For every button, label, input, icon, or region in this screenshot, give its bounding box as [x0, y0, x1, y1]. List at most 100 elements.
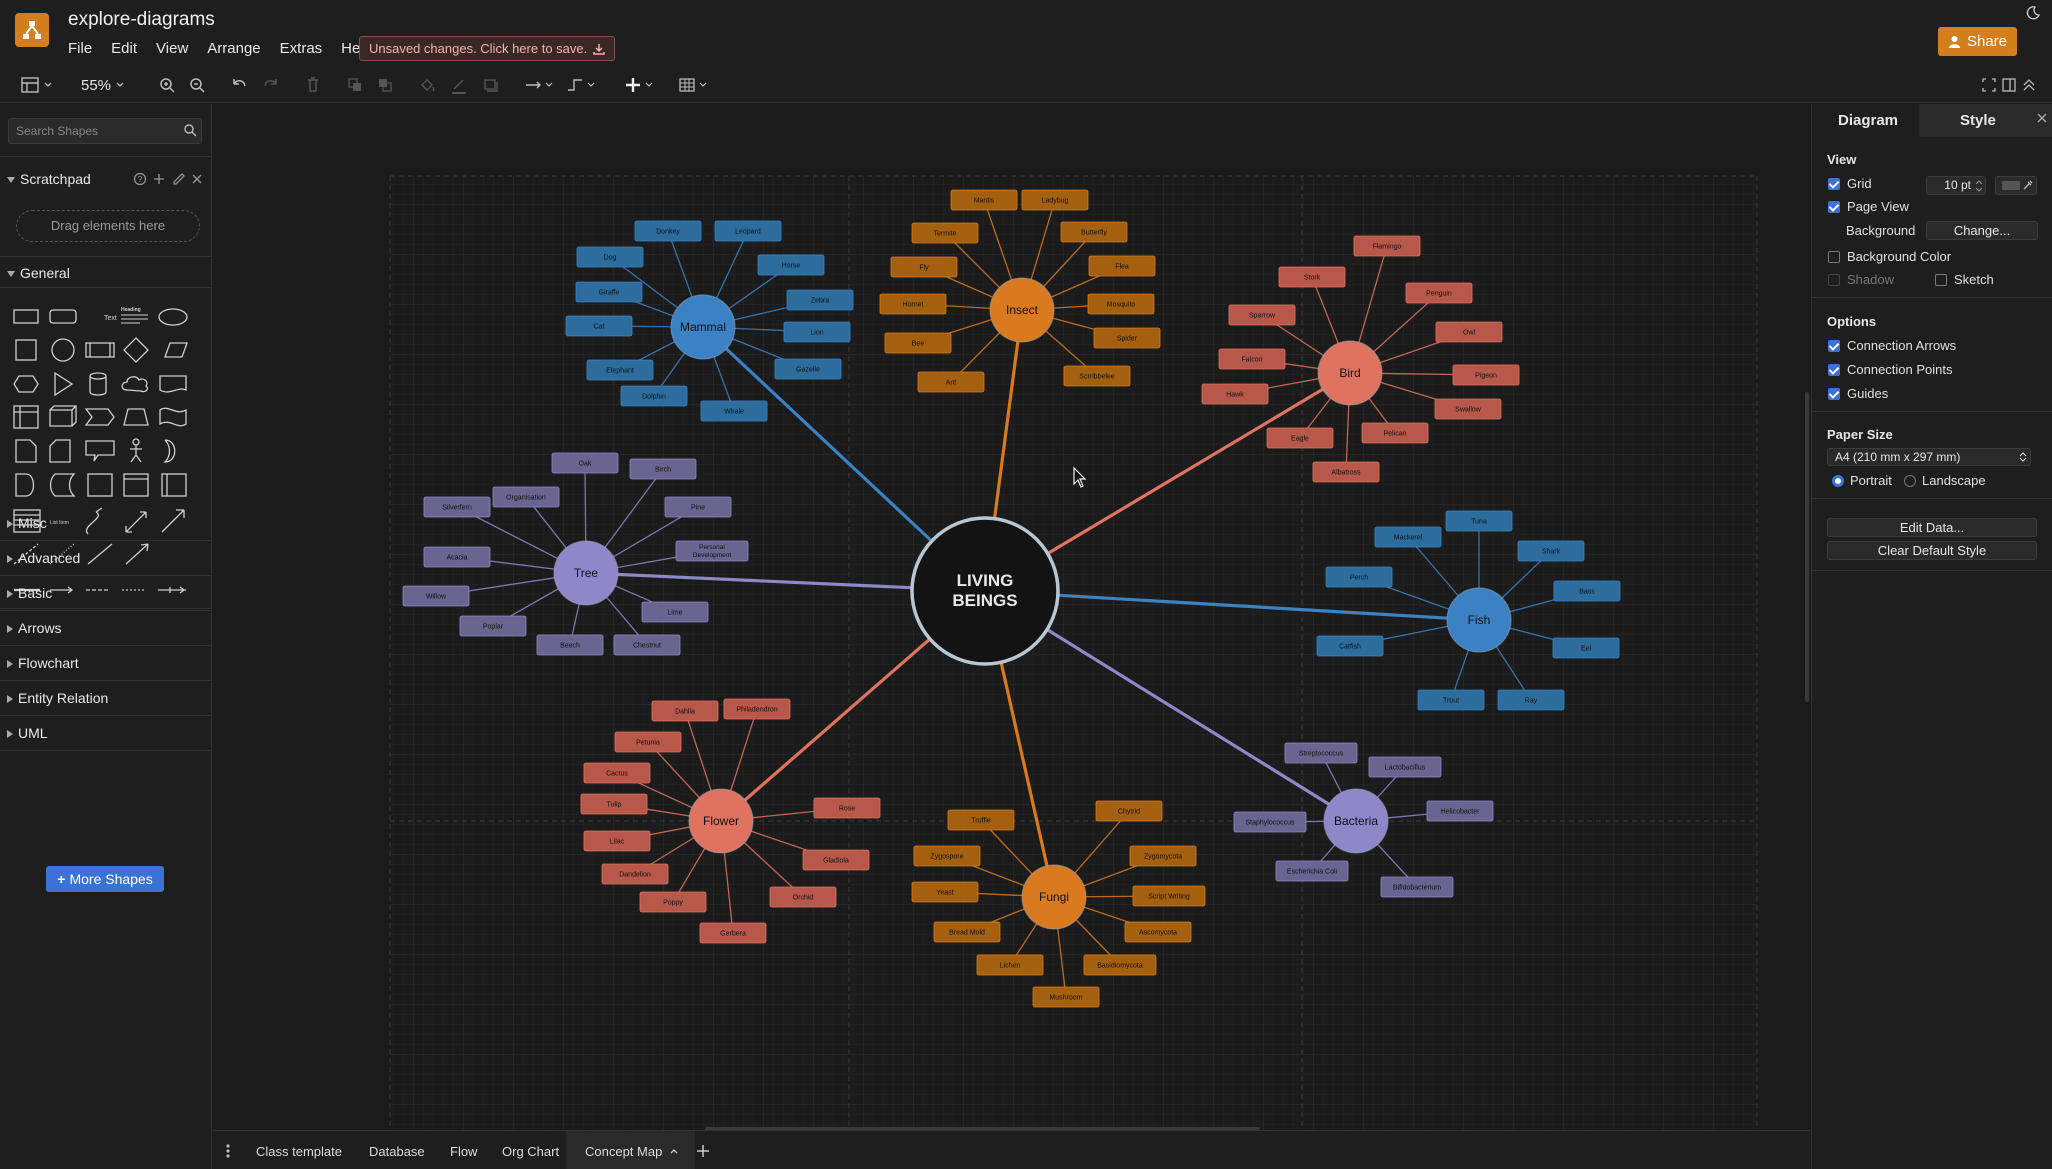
- concept-node-insect-child[interactable]: Mantis: [950, 189, 1018, 211]
- spinner-arrows-icon[interactable]: [1975, 178, 1983, 194]
- concept-node-fungi-child[interactable]: Ascomycota: [1124, 921, 1192, 943]
- app-logo[interactable]: [15, 13, 49, 47]
- close-icon[interactable]: [2036, 112, 2048, 124]
- concept-node-tree-child[interactable]: Willow: [402, 585, 470, 607]
- concept-node-mammal-child[interactable]: Lion: [783, 321, 851, 343]
- concept-node-flower-child[interactable]: Gladiola: [802, 849, 870, 871]
- shape-directional-arrow[interactable]: [125, 543, 149, 565]
- shape-rectangle[interactable]: [13, 309, 39, 324]
- concept-node-tree-child[interactable]: Organisation: [492, 486, 560, 508]
- section-header-flowchart[interactable]: Flowchart: [7, 655, 79, 671]
- shape-document[interactable]: [159, 375, 187, 393]
- concept-node-fish-child[interactable]: Ray: [1497, 689, 1565, 711]
- format-panel-toggle-icon[interactable]: [20, 74, 56, 96]
- concept-node-bird-child[interactable]: Swallow: [1434, 398, 1502, 420]
- concept-node-insect-child[interactable]: Mosquito: [1087, 293, 1155, 315]
- category-node-fish[interactable]: Fish: [1446, 587, 1512, 653]
- table-icon[interactable]: [678, 74, 710, 96]
- connection-points-checkbox[interactable]: Connection Points: [1828, 362, 1953, 377]
- category-node-insect[interactable]: Insect: [989, 277, 1055, 343]
- concept-node-flower-child[interactable]: Petunia: [614, 731, 682, 753]
- search-shapes-input[interactable]: Search Shapes: [8, 118, 202, 144]
- concept-node-insect-child[interactable]: Ladybug: [1021, 189, 1089, 211]
- concept-node-fungi-child[interactable]: Zygospore: [913, 845, 981, 867]
- shape-arrow[interactable]: [161, 509, 185, 533]
- concept-node-flower-child[interactable]: Orchid: [769, 886, 837, 908]
- more-shapes-button[interactable]: +More Shapes: [46, 866, 164, 892]
- shape-delay[interactable]: [15, 473, 35, 497]
- concept-node-insect-child[interactable]: Ant: [917, 371, 985, 393]
- clear-default-style-button[interactable]: Clear Default Style: [1827, 541, 2037, 560]
- shape-data-storage[interactable]: [49, 473, 76, 497]
- shape-parallelogram[interactable]: [164, 342, 188, 358]
- general-section-header[interactable]: General: [7, 265, 70, 281]
- concept-node-fungi-child[interactable]: Mushroom: [1032, 986, 1100, 1008]
- concept-node-insect-child[interactable]: Bee: [884, 332, 952, 354]
- shape-or[interactable]: [163, 439, 176, 463]
- delete-icon[interactable]: [304, 74, 322, 96]
- shape-note[interactable]: [15, 439, 37, 463]
- landscape-radio[interactable]: Landscape: [1904, 473, 1986, 488]
- tab-concept-map[interactable]: Concept Map: [585, 1144, 663, 1159]
- search-icon[interactable]: [183, 123, 197, 137]
- concept-node-flower-child[interactable]: Gerbera: [699, 922, 767, 944]
- shape-square[interactable]: [15, 339, 37, 361]
- concept-node-fish-child[interactable]: Trout: [1417, 689, 1485, 711]
- concept-node-fish-child[interactable]: Catfish: [1316, 635, 1384, 657]
- zoom-out-icon[interactable]: [188, 74, 206, 96]
- shape-circle[interactable]: [51, 338, 75, 362]
- concept-node-bacteria-child[interactable]: Escherichia Coli: [1275, 860, 1349, 882]
- shape-list-item[interactable]: List Item: [50, 520, 69, 526]
- connection-arrows-checkbox[interactable]: Connection Arrows: [1828, 338, 1956, 353]
- category-node-bird[interactable]: Bird: [1317, 340, 1383, 406]
- category-node-fungi[interactable]: Fungi: [1021, 864, 1087, 930]
- concept-node-bird-child[interactable]: Falcon: [1218, 348, 1286, 370]
- shape-trapezoid[interactable]: [123, 408, 149, 426]
- page-view-checkbox[interactable]: Page View: [1828, 199, 1909, 214]
- grid-checkbox[interactable]: Grid: [1828, 176, 1872, 191]
- shape-list[interactable]: [13, 509, 41, 533]
- shape-dashed-line[interactable]: [13, 543, 39, 565]
- concept-node-mammal-child[interactable]: Gazelle: [774, 358, 842, 380]
- concept-node-tree-child[interactable]: Silverfern: [423, 496, 491, 518]
- shadow-checkbox[interactable]: Shadow: [1828, 272, 1894, 287]
- tab-diagram[interactable]: Diagram: [1838, 112, 1899, 129]
- concept-node-bird-child[interactable]: Pelican: [1361, 422, 1429, 444]
- edit-data-button[interactable]: Edit Data...: [1827, 518, 2037, 537]
- concept-node-flower-child[interactable]: Philadendron: [723, 698, 791, 720]
- tab-org-chart[interactable]: Org Chart: [502, 1144, 560, 1159]
- concept-node-bird-child[interactable]: Owl: [1435, 321, 1503, 343]
- portrait-radio[interactable]: Portrait: [1832, 473, 1892, 488]
- concept-node-fungi-child[interactable]: Basidiomycota: [1083, 954, 1157, 976]
- shape-cylinder[interactable]: [89, 372, 107, 396]
- concept-node-flower-child[interactable]: Rose: [813, 797, 881, 819]
- section-header-misc[interactable]: Misc: [7, 515, 47, 531]
- concept-node-flower-child[interactable]: Dahlia: [651, 700, 719, 722]
- concept-node-fish-child[interactable]: Mackerel: [1374, 526, 1442, 548]
- shape-ellipse[interactable]: [158, 308, 188, 326]
- concept-node-bird-child[interactable]: Eagle: [1266, 427, 1334, 449]
- connection-style-icon[interactable]: [524, 74, 556, 96]
- undo-icon[interactable]: [230, 74, 248, 96]
- chevron-up-icon[interactable]: [669, 1146, 679, 1156]
- category-node-bacteria[interactable]: Bacteria: [1323, 788, 1389, 854]
- concept-node-tree-child[interactable]: Beech: [536, 634, 604, 656]
- unsaved-changes-button[interactable]: Unsaved changes. Click here to save.: [359, 36, 616, 61]
- vertical-scrollbar[interactable]: [1805, 392, 1809, 702]
- shape-swimlane[interactable]: [161, 473, 187, 497]
- section-header-entity-relation[interactable]: Entity Relation: [7, 690, 108, 706]
- scratchpad-dropzone[interactable]: Drag elements here: [16, 210, 200, 242]
- menu-file[interactable]: File: [68, 40, 93, 57]
- to-back-icon[interactable]: [376, 74, 394, 96]
- concept-node-bird-child[interactable]: Penguin: [1405, 282, 1473, 304]
- shape-line[interactable]: [87, 543, 113, 565]
- shape-curve[interactable]: [85, 507, 103, 535]
- concept-node-flower-child[interactable]: Poppy: [639, 891, 707, 913]
- add-page-icon[interactable]: [695, 1143, 711, 1159]
- concept-node-fungi-child[interactable]: Zygomycota: [1129, 845, 1197, 867]
- concept-node-bird-child[interactable]: Hawk: [1201, 383, 1269, 405]
- concept-node-fungi-child[interactable]: Chytrid: [1095, 800, 1163, 822]
- grid-size-input[interactable]: 10 pt: [1926, 176, 1986, 195]
- section-header-arrows[interactable]: Arrows: [7, 620, 62, 636]
